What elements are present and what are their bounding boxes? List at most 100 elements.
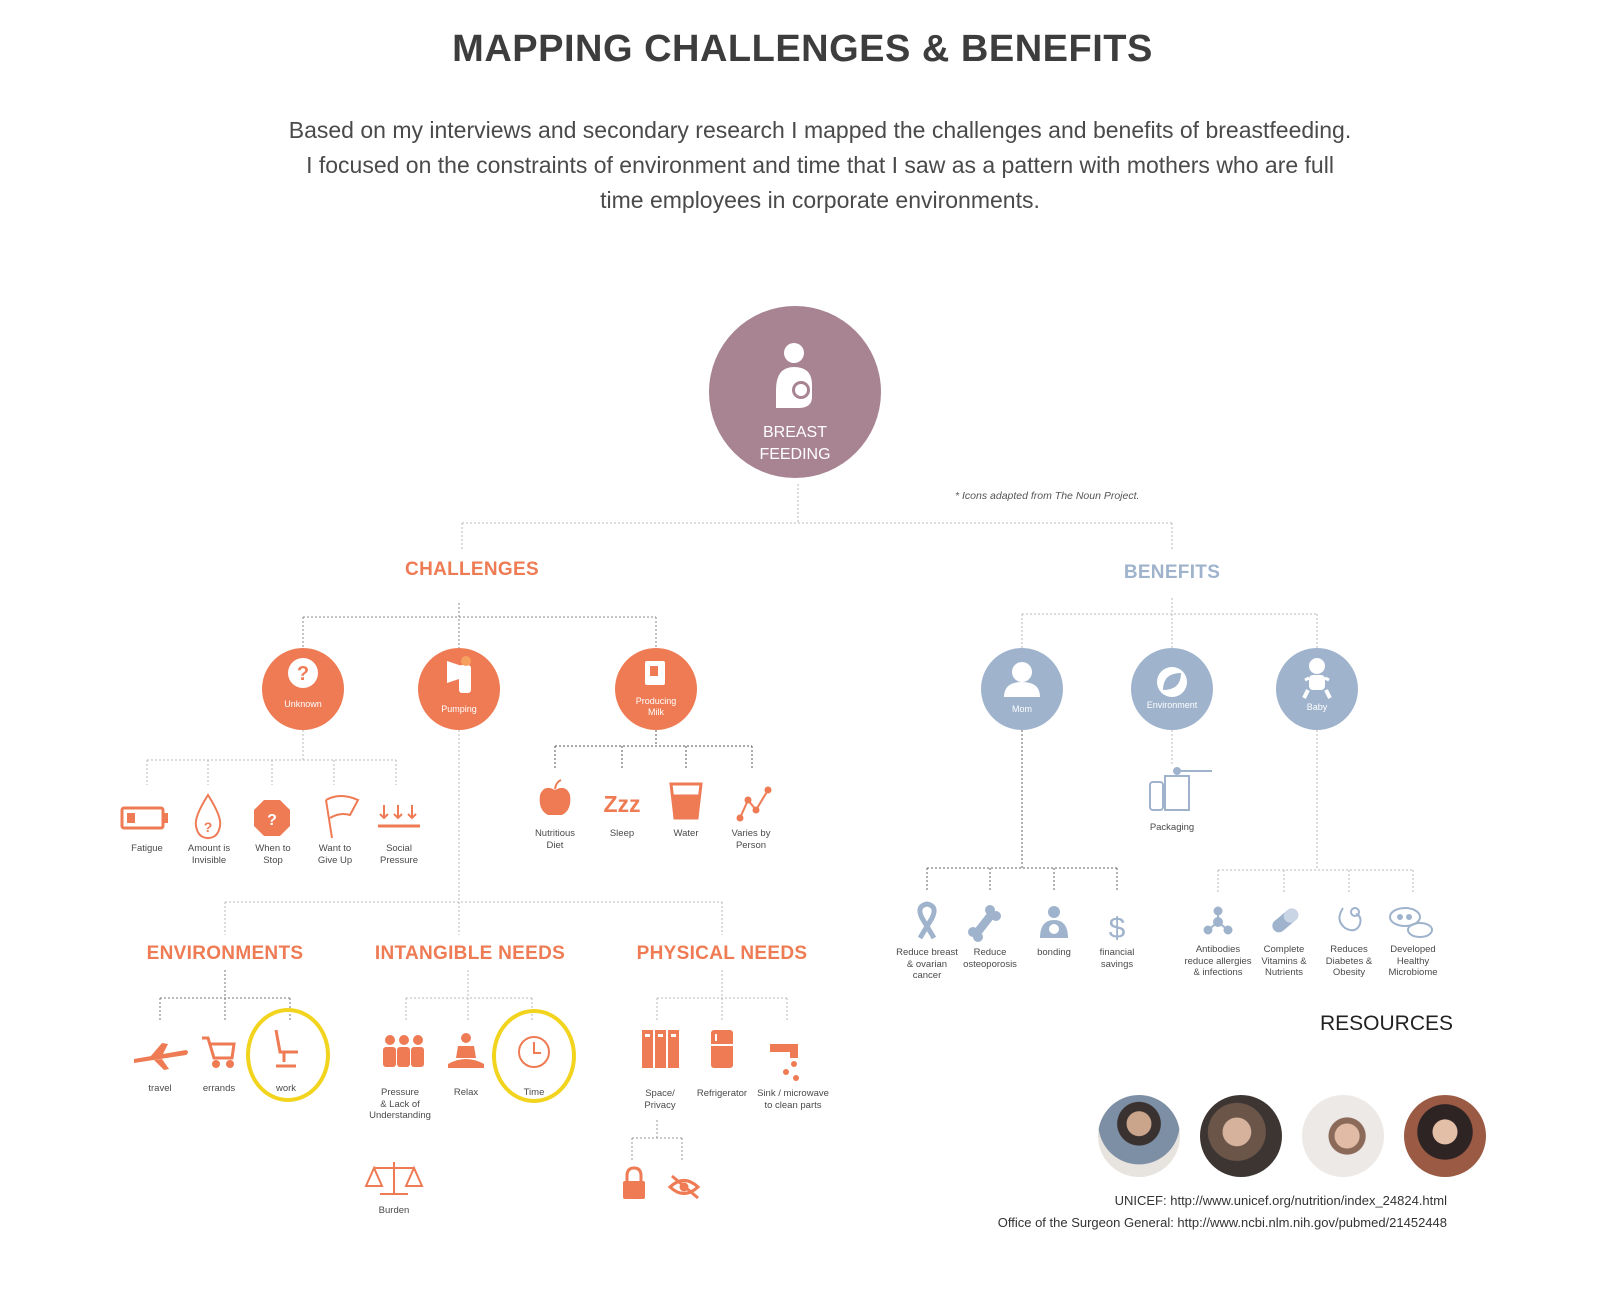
time-label: Time: [523, 1087, 545, 1098]
svg-text:?: ?: [297, 663, 309, 685]
producing-label-2: Milk: [648, 707, 664, 717]
svg-text:?: ?: [204, 819, 213, 835]
breast-pump-icon: [447, 656, 471, 693]
pumping-label: Pumping: [441, 704, 477, 714]
baby-label: Baby: [1307, 702, 1328, 712]
intro-line-1: Based on my interviews and secondary res…: [288, 117, 1352, 143]
environment-label: Environment: [1147, 700, 1198, 710]
flag-icon: [325, 795, 360, 839]
intro-line-2: I focused on the constraints of environm…: [306, 152, 1334, 178]
relax-label: Relax: [453, 1087, 479, 1098]
glass-icon: [669, 782, 703, 820]
water-label: Water: [673, 828, 699, 839]
physical-needs-heading: PHYSICAL NEEDS: [636, 943, 808, 964]
trend-line-icon: [736, 786, 772, 822]
stop-sign-question-icon: ?: [254, 800, 290, 836]
stethoscope-icon: [1338, 907, 1362, 932]
lockers-icon: [642, 1030, 679, 1068]
person-icon: [1004, 662, 1040, 697]
burden-label: Burden: [378, 1205, 410, 1216]
people-group-icon: [383, 1035, 424, 1067]
fridge-icon: [711, 1030, 733, 1068]
unicef-reference: UNICEF: http://www.unicef.org/nutrition/…: [1114, 1193, 1447, 1208]
battery-icon: [120, 806, 168, 830]
clock-icon: [518, 1036, 550, 1068]
nursing-icon: [1040, 906, 1068, 938]
producing-milk-circle: [615, 648, 697, 730]
pressure-arrows-icon: [378, 805, 420, 828]
connector-lines: [146, 484, 1414, 1160]
droplet-question-icon: ?: [194, 793, 222, 840]
bonding-label: bonding: [1037, 947, 1071, 958]
cart-icon: [202, 1036, 236, 1068]
eye-off-icon: [667, 1174, 701, 1200]
unknown-label: Unknown: [284, 699, 322, 709]
time-highlight-ring: [492, 1009, 576, 1103]
work-highlight-ring: [246, 1008, 330, 1102]
travel-label: travel: [148, 1083, 172, 1094]
root-label-1: BREAST: [763, 424, 827, 441]
meditation-icon: [448, 1033, 484, 1068]
challenges-heading: CHALLENGES: [405, 559, 539, 580]
space-privacy-label: Space/Privacy: [644, 1088, 676, 1111]
leaf-icon: [1157, 667, 1187, 697]
molecule-icon: [1203, 906, 1233, 935]
benefits-heading: BENEFITS: [1123, 562, 1221, 583]
dollar-icon: $: [1109, 912, 1126, 945]
airplane-icon: [134, 1043, 188, 1070]
mother-baby-icon: [776, 343, 812, 408]
intro-line-3: time employees in corporate environments…: [600, 187, 1040, 213]
environments-heading: ENVIRONMENTS: [146, 943, 304, 964]
faucet-icon: [770, 1044, 799, 1081]
intangible-needs-heading: INTANGIBLE NEEDS: [374, 943, 566, 964]
scales-icon: [364, 1162, 424, 1195]
surgeon-general-reference: Office of the Surgeon General: http://ww…: [997, 1215, 1447, 1230]
bone-icon: [968, 905, 1001, 942]
office-chair-icon: [274, 1029, 298, 1068]
mom-label: Mom: [1012, 704, 1032, 714]
refrigerator-label: Refrigerator: [696, 1088, 748, 1099]
svg-text:?: ?: [267, 812, 277, 829]
baby-icon: [1302, 658, 1332, 699]
resource-photo-1: [1098, 1095, 1180, 1177]
question-icon: ?: [288, 658, 318, 688]
unknown-circle: [262, 648, 344, 730]
page-title: MAPPING CHALLENGES & BENEFITS: [452, 28, 1153, 70]
bottle-box-icon: [1149, 767, 1212, 811]
ribbon-icon: [917, 901, 937, 940]
bacteria-icon: [1389, 907, 1433, 938]
resource-photo-3: [1302, 1095, 1384, 1177]
work-label: work: [275, 1083, 297, 1094]
zzz-icon: Zzz: [603, 791, 640, 817]
resources-heading: RESOURCES: [1320, 1012, 1454, 1035]
resource-photo-4: [1404, 1095, 1486, 1177]
errands-label: errands: [202, 1083, 236, 1094]
resource-photo-2: [1200, 1095, 1282, 1177]
milk-carton-icon: [645, 661, 665, 685]
root-label-2: FEEDING: [759, 446, 830, 463]
fatigue-label: Fatigue: [131, 843, 163, 854]
sleep-label: Sleep: [609, 828, 635, 839]
producing-label-1: Producing: [636, 696, 677, 706]
icons-attribution-note: * Icons adapted from The Noun Project.: [955, 490, 1140, 502]
packaging-label: Packaging: [1149, 822, 1195, 833]
apple-icon: [539, 779, 571, 815]
pill-icon: [1272, 908, 1299, 933]
lock-icon: [623, 1166, 645, 1199]
